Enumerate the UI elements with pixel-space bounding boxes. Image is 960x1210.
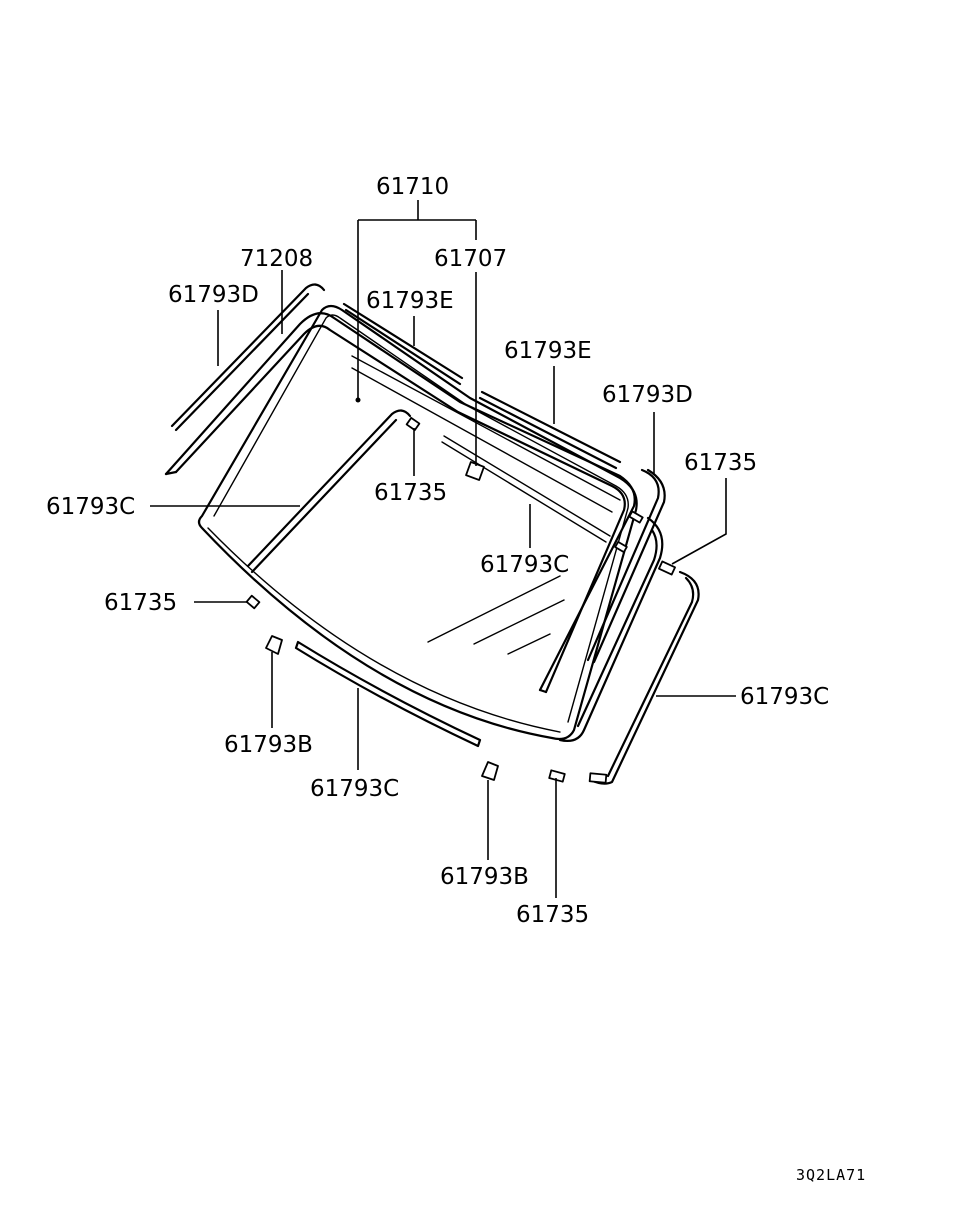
label-fastener-61707: 61707 bbox=[434, 246, 507, 272]
reference-code: 3Q2LA71 bbox=[796, 1166, 866, 1184]
molding-c-inner bbox=[246, 409, 412, 574]
label-molding-e-right: 61793E bbox=[504, 338, 592, 364]
molding-c-bottom bbox=[294, 640, 482, 748]
label-clip-b-center: 61793B bbox=[440, 864, 529, 890]
label-spacer-center: 61735 bbox=[374, 480, 447, 506]
molding-c-center-strip bbox=[441, 435, 611, 543]
clip-b-center-part bbox=[481, 761, 499, 781]
label-spacer-left: 61735 bbox=[104, 590, 177, 616]
label-windshield-glass: 61710 bbox=[376, 174, 449, 200]
clip-right-upper-small bbox=[628, 510, 644, 524]
molding-d-right bbox=[586, 468, 666, 664]
label-molding-e-top: 61793E bbox=[366, 288, 454, 314]
label-molding-d-right: 61793D bbox=[602, 382, 693, 408]
leader-lines bbox=[150, 200, 736, 898]
glass-pointer-dot bbox=[355, 397, 361, 403]
label-dam-71208: 71208 bbox=[240, 246, 313, 272]
windshield-dam bbox=[164, 312, 636, 694]
label-molding-c-left: 61793C bbox=[46, 494, 135, 520]
label-molding-c-right: 61793C bbox=[740, 684, 829, 710]
spacer-left-part bbox=[245, 594, 261, 610]
spacer-bottom-part bbox=[548, 769, 566, 783]
spacer-center-part bbox=[405, 416, 421, 432]
windshield-glass bbox=[197, 304, 638, 741]
label-molding-d-left: 61793D bbox=[168, 282, 259, 308]
label-clip-b-left: 61793B bbox=[224, 732, 313, 758]
label-molding-c-bottom: 61793C bbox=[310, 776, 399, 802]
label-molding-c-center: 61793C bbox=[480, 552, 569, 578]
outer-frame-molding bbox=[558, 516, 664, 742]
clip-right-lower-small bbox=[614, 541, 628, 553]
spacer-bottom-right-part bbox=[588, 772, 608, 784]
clip-b-left-part bbox=[265, 635, 283, 655]
molding-e-top-strip bbox=[342, 302, 464, 386]
label-spacer-bottom: 61735 bbox=[516, 902, 589, 928]
label-spacer-right-upper: 61735 bbox=[684, 450, 757, 476]
molding-d-left bbox=[170, 283, 326, 432]
fastener-61707-part bbox=[465, 461, 485, 481]
spacer-right-part bbox=[658, 560, 676, 576]
molding-e-right-strip bbox=[478, 390, 622, 470]
